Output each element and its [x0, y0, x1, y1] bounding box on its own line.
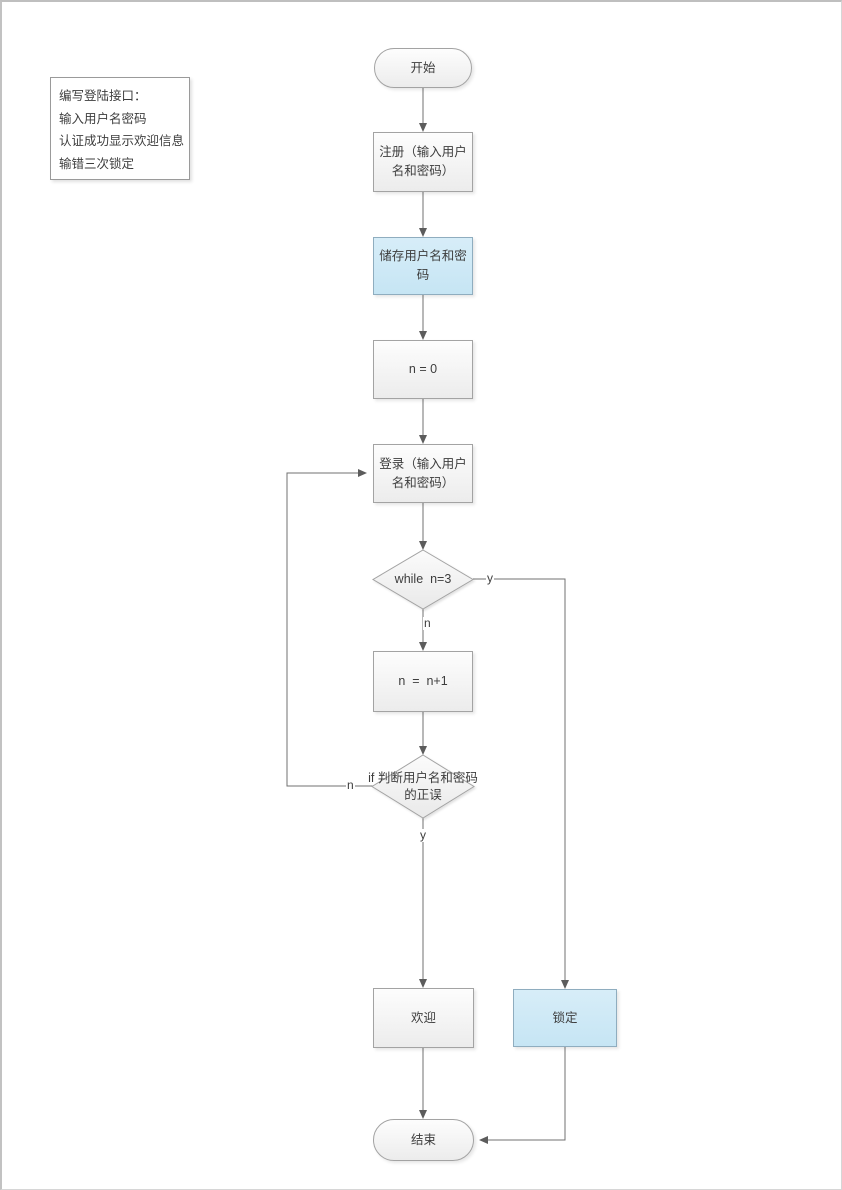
start-node: 开始: [374, 48, 472, 88]
if-no-label: n: [346, 778, 355, 792]
while-no-label: n: [423, 616, 432, 630]
end-node: 结束: [373, 1119, 474, 1161]
note-line: 编写登陆接口：: [59, 88, 147, 103]
login-node: 登录（输入用户名和密码）: [373, 444, 473, 503]
edge-lock-end: [479, 1047, 566, 1144]
note-line: 输错三次锁定: [59, 157, 135, 172]
note-line: 输入用户名密码: [59, 111, 147, 126]
welcome-node: 欢迎: [373, 988, 474, 1048]
increment-counter-node: n = n+1: [373, 651, 473, 712]
while-diamond-shape: [372, 549, 474, 610]
store-credentials-node: 储存用户名和密码: [373, 237, 473, 295]
if-yes-label: y: [419, 828, 427, 842]
edge-while-lock: [473, 578, 569, 989]
lock-node: 锁定: [513, 989, 617, 1047]
init-counter-node: n = 0: [373, 340, 473, 399]
note-line: 认证成功显示欢迎信息: [59, 134, 185, 149]
edge-if-login-loop: [286, 469, 373, 787]
note-box: 编写登陆接口： 输入用户名密码 认证成功显示欢迎信息 输错三次锁定: [50, 77, 190, 180]
while-yes-label: y: [486, 571, 494, 585]
register-node: 注册（输入用户名和密码）: [373, 132, 473, 192]
if-diamond-shape: [371, 754, 475, 819]
